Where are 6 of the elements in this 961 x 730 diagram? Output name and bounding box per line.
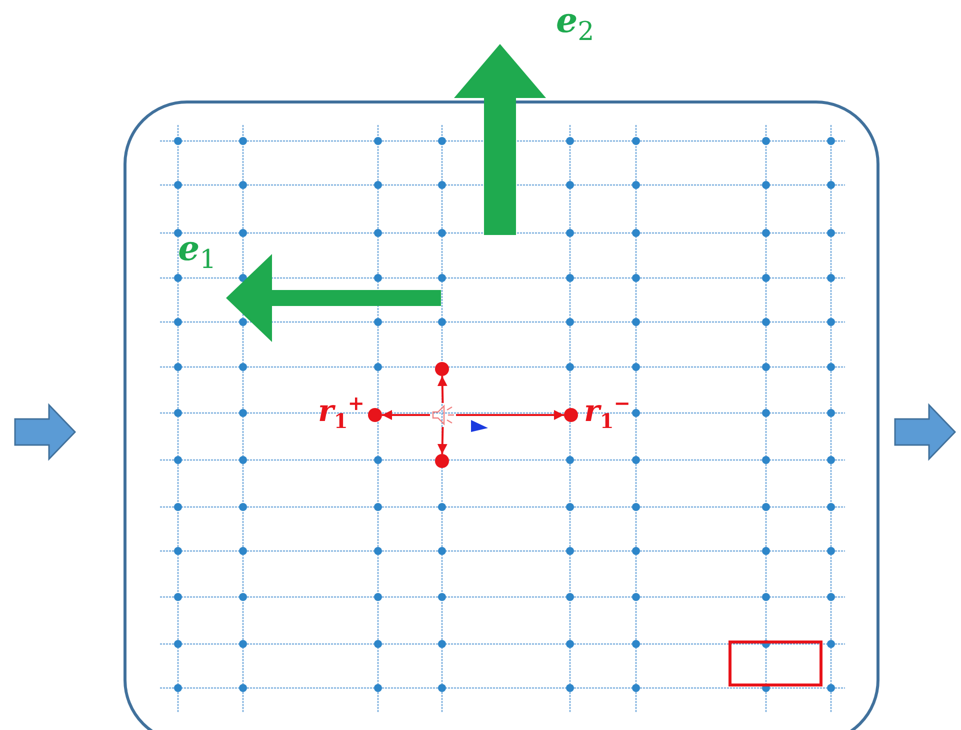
axis-label: e$_{2}$ — [556, 4, 594, 45]
arrow — [382, 410, 430, 420]
arrow — [437, 426, 448, 454]
arrow — [437, 376, 448, 404]
arrow — [456, 410, 564, 420]
axis-label: e$_{1}$ — [178, 232, 216, 273]
